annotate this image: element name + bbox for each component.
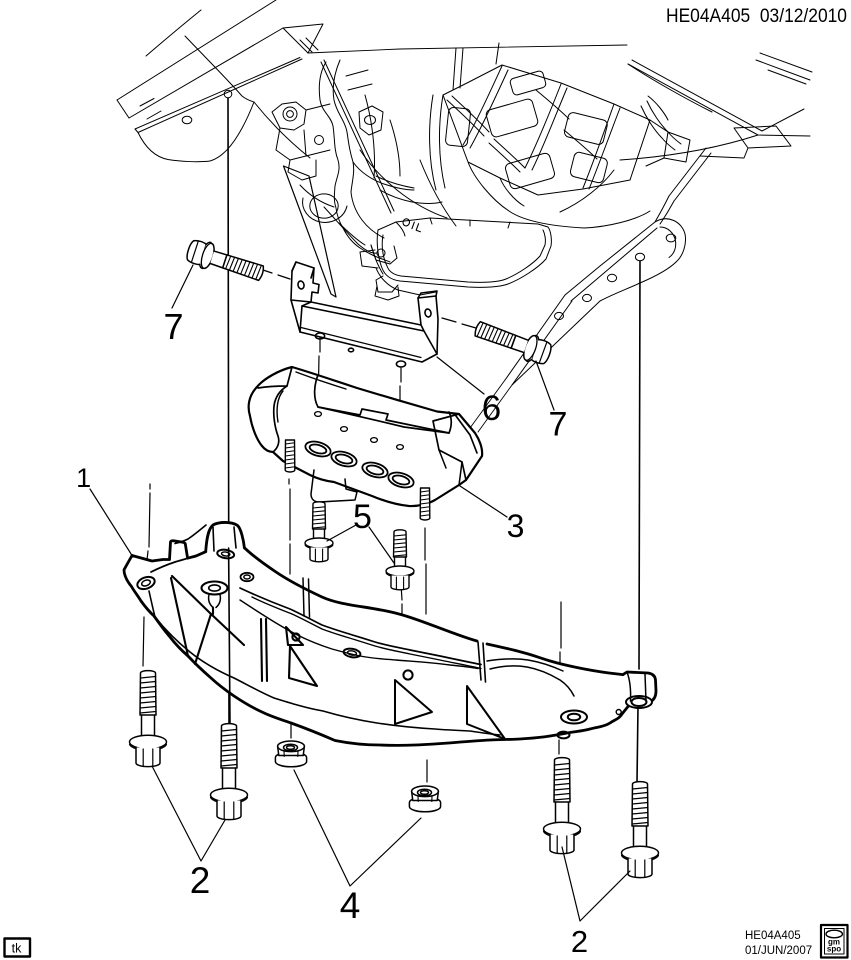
svg-text:HE04A405: HE04A405: [745, 930, 801, 942]
svg-text:4: 4: [340, 885, 361, 926]
svg-text:HE04A405 03/12/2010: HE04A405 03/12/2010: [666, 5, 847, 27]
svg-text:01/JUN/2007: 01/JUN/2007: [745, 945, 812, 957]
svg-text:6: 6: [482, 389, 501, 428]
svg-text:1: 1: [76, 463, 91, 493]
svg-text:2: 2: [190, 860, 211, 901]
svg-text:7: 7: [549, 406, 568, 444]
svg-text:2: 2: [571, 924, 588, 959]
svg-text:tk: tk: [12, 942, 22, 956]
svg-text:5: 5: [353, 498, 372, 536]
svg-text:7: 7: [163, 306, 183, 347]
svg-text:3: 3: [507, 508, 525, 544]
svg-text:gm: gm: [828, 938, 840, 947]
svg-text:spo: spo: [827, 945, 841, 954]
